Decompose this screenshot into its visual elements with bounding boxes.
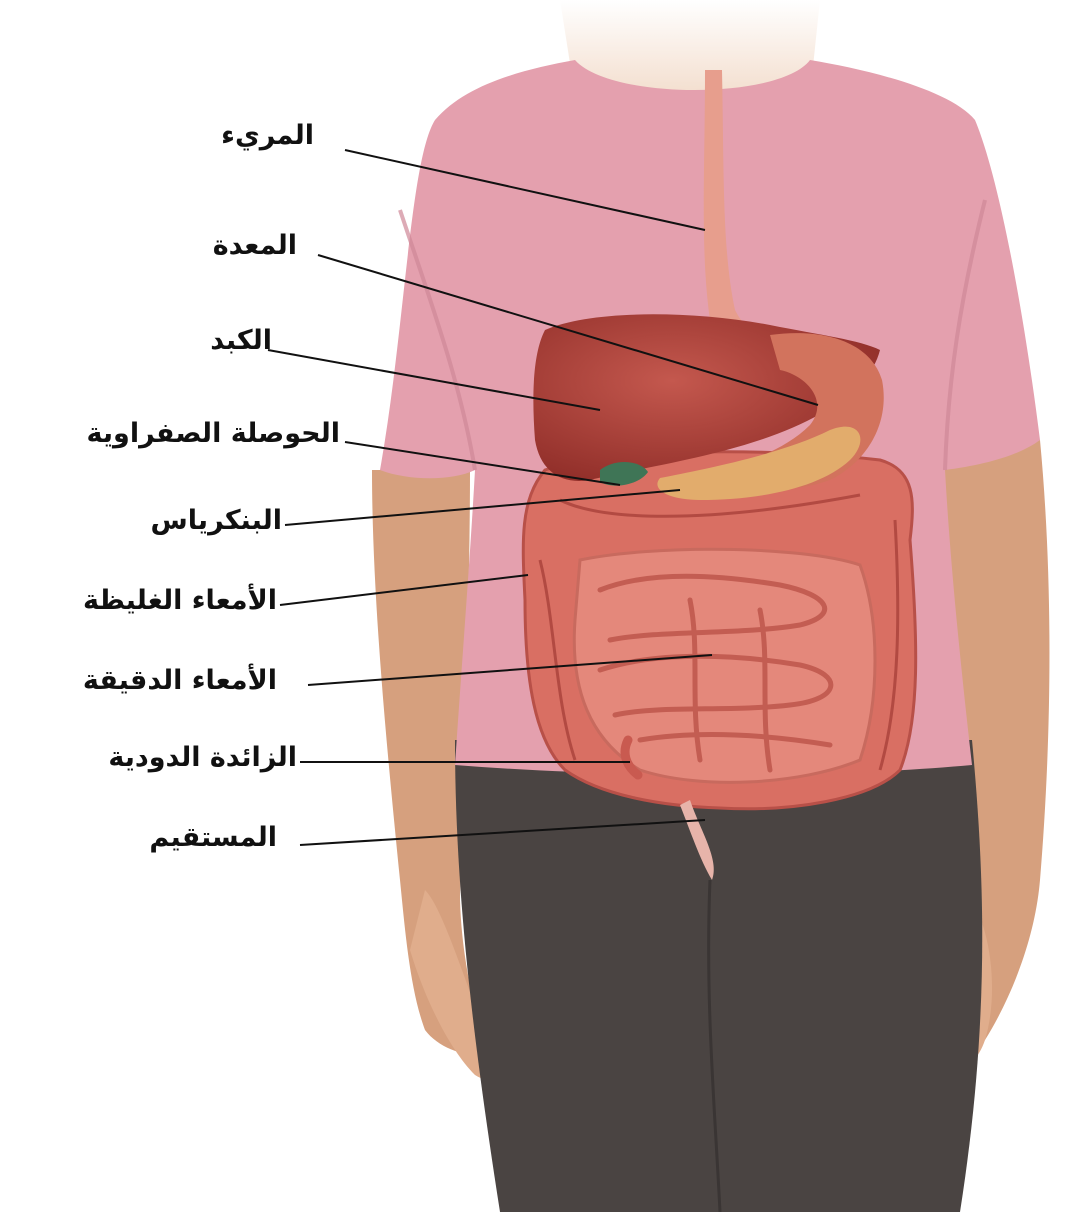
label-large-intestine: الأمعاء الغليظة — [83, 585, 277, 616]
label-small-intestine: الأمعاء الدقيقة — [83, 665, 277, 696]
label-stomach: المعدة — [213, 230, 297, 261]
pants — [455, 740, 982, 1212]
label-liver: الكبد — [210, 325, 272, 356]
label-pancreas: البنكرياس — [151, 505, 282, 536]
label-esophagus: المريء — [221, 120, 314, 151]
label-appendix: الزائدة الدودية — [108, 742, 297, 773]
label-gallbladder: الحوصلة الصفراوية — [87, 418, 340, 449]
label-rectum: المستقيم — [149, 822, 277, 853]
